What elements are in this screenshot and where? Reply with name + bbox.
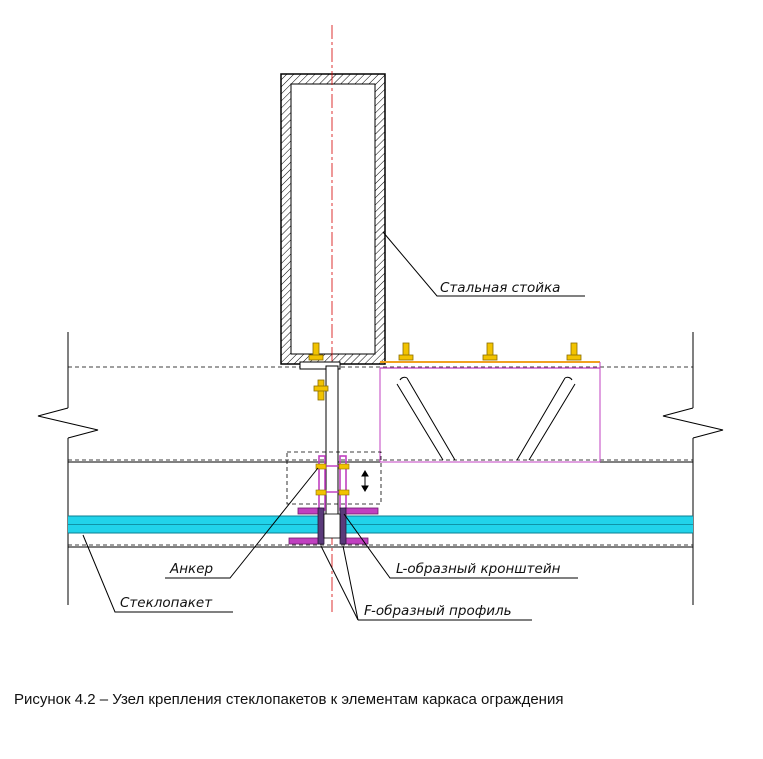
label-f-profile: F-образный профиль [364, 603, 512, 619]
label-l-bracket: L-образный кронштейн [396, 561, 561, 577]
detail-zone [286, 451, 382, 505]
anchor-bolts [308, 342, 582, 401]
figure-caption: Рисунок 4.2 – Узел крепления стеклопакет… [14, 691, 564, 708]
label-glass-unit: Стеклопакет [120, 595, 213, 611]
label-anchor: Анкер [169, 561, 213, 577]
label-steel-post: Стальная стойка [440, 280, 560, 296]
steel-post [280, 73, 386, 365]
bracket-plate [299, 361, 341, 519]
glass-unit-band [68, 515, 693, 534]
diagonal-braces [396, 376, 576, 461]
slab-hidden-lines [68, 366, 693, 546]
frame-element [379, 361, 601, 463]
f-profile [288, 507, 379, 545]
node-drawing: Стальная стойка Анкер Стеклопакет L-обра… [37, 25, 724, 621]
l-bracket-bolts [315, 463, 350, 496]
adjustment-arrow [361, 470, 369, 492]
leader-lines [82, 231, 585, 621]
